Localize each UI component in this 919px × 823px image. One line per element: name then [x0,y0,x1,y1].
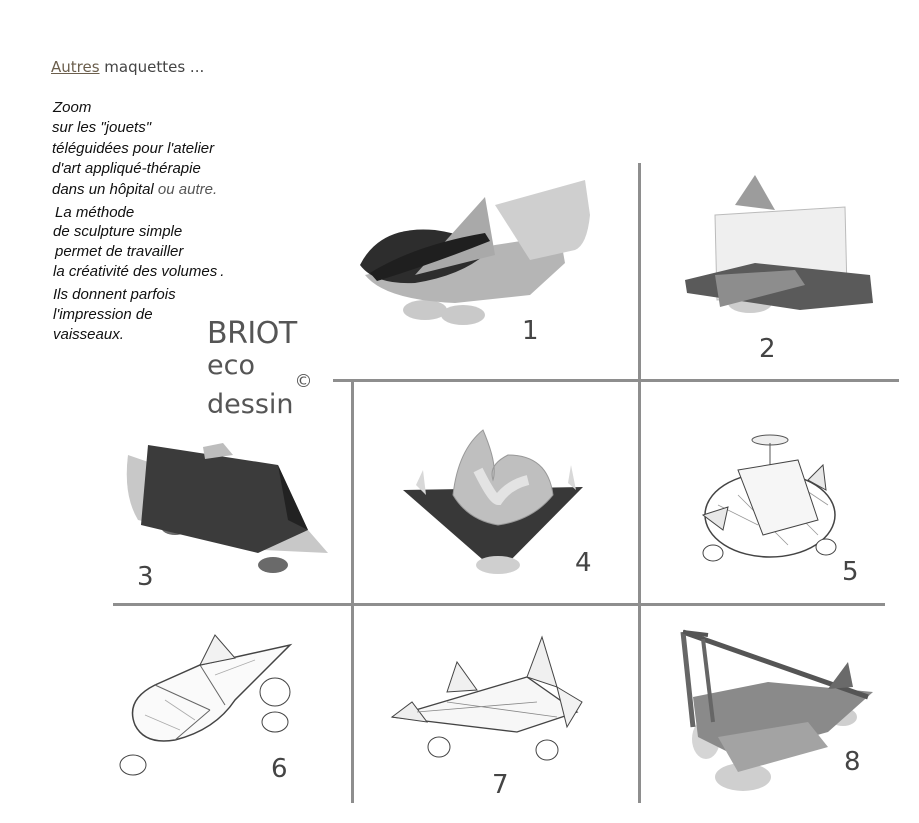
desc-line: d'art appliqué-thérapie [52,160,201,177]
model-number-2: 2 [759,334,776,364]
round-platform-sketch-icon [701,434,837,562]
desc-line: sur les "jouets" [52,119,152,136]
box-cart-model-icon [685,175,873,313]
grid-line-h2 [113,603,885,606]
heart-diamond-model-icon [403,429,583,574]
model-number-1: 1 [522,316,539,346]
rocket-car-model-icon [360,180,590,325]
desc-line: la créativité des volumes. [53,263,225,280]
brand-line: BRIOT [207,316,297,351]
glider-frame-model-icon [680,629,873,791]
grid-line-v1 [638,163,641,803]
copyright-icon: © [294,371,313,392]
brand-line: eco [207,350,255,381]
desc-line: de sculpture simple [53,223,183,240]
section-heading: Autres maquettes ... [51,58,204,76]
model-number-3: 3 [137,562,154,592]
grid-line-h1 [333,379,899,382]
desc-line: permet de travailler [55,243,184,260]
model-number-6: 6 [271,754,288,784]
model-number-5: 5 [842,557,859,587]
model-number-4: 4 [575,548,592,578]
desc-line: Zoom [53,99,92,116]
jouets-quote: "jouets" [100,119,152,136]
desc-line: vaisseaux. [53,326,124,343]
jet-sketch-icon [119,634,293,776]
desc-line: téléguidées pour l'atelier [52,140,215,157]
grid-line-v2 [351,380,354,803]
desc-line: dans un hôpital ou autre. [52,181,218,198]
emphasis-text: ou autre. [157,181,218,198]
paper-plane-sketch-icon [390,635,583,761]
desc-line: Ils donnent parfois [53,286,176,303]
brand-line: dessin© [207,371,313,420]
prism-vehicle-model-icon [126,443,328,573]
model-number-8: 8 [844,747,861,777]
desc-line: La méthode [55,204,135,221]
desc-line: l'impression de [53,306,153,323]
model-number-7: 7 [492,770,509,800]
heading-rest: maquettes ... [99,58,205,76]
autres-link[interactable]: Autres [51,58,100,76]
briot-eco-dessin-logo: BRIOT eco dessin© [207,316,313,421]
